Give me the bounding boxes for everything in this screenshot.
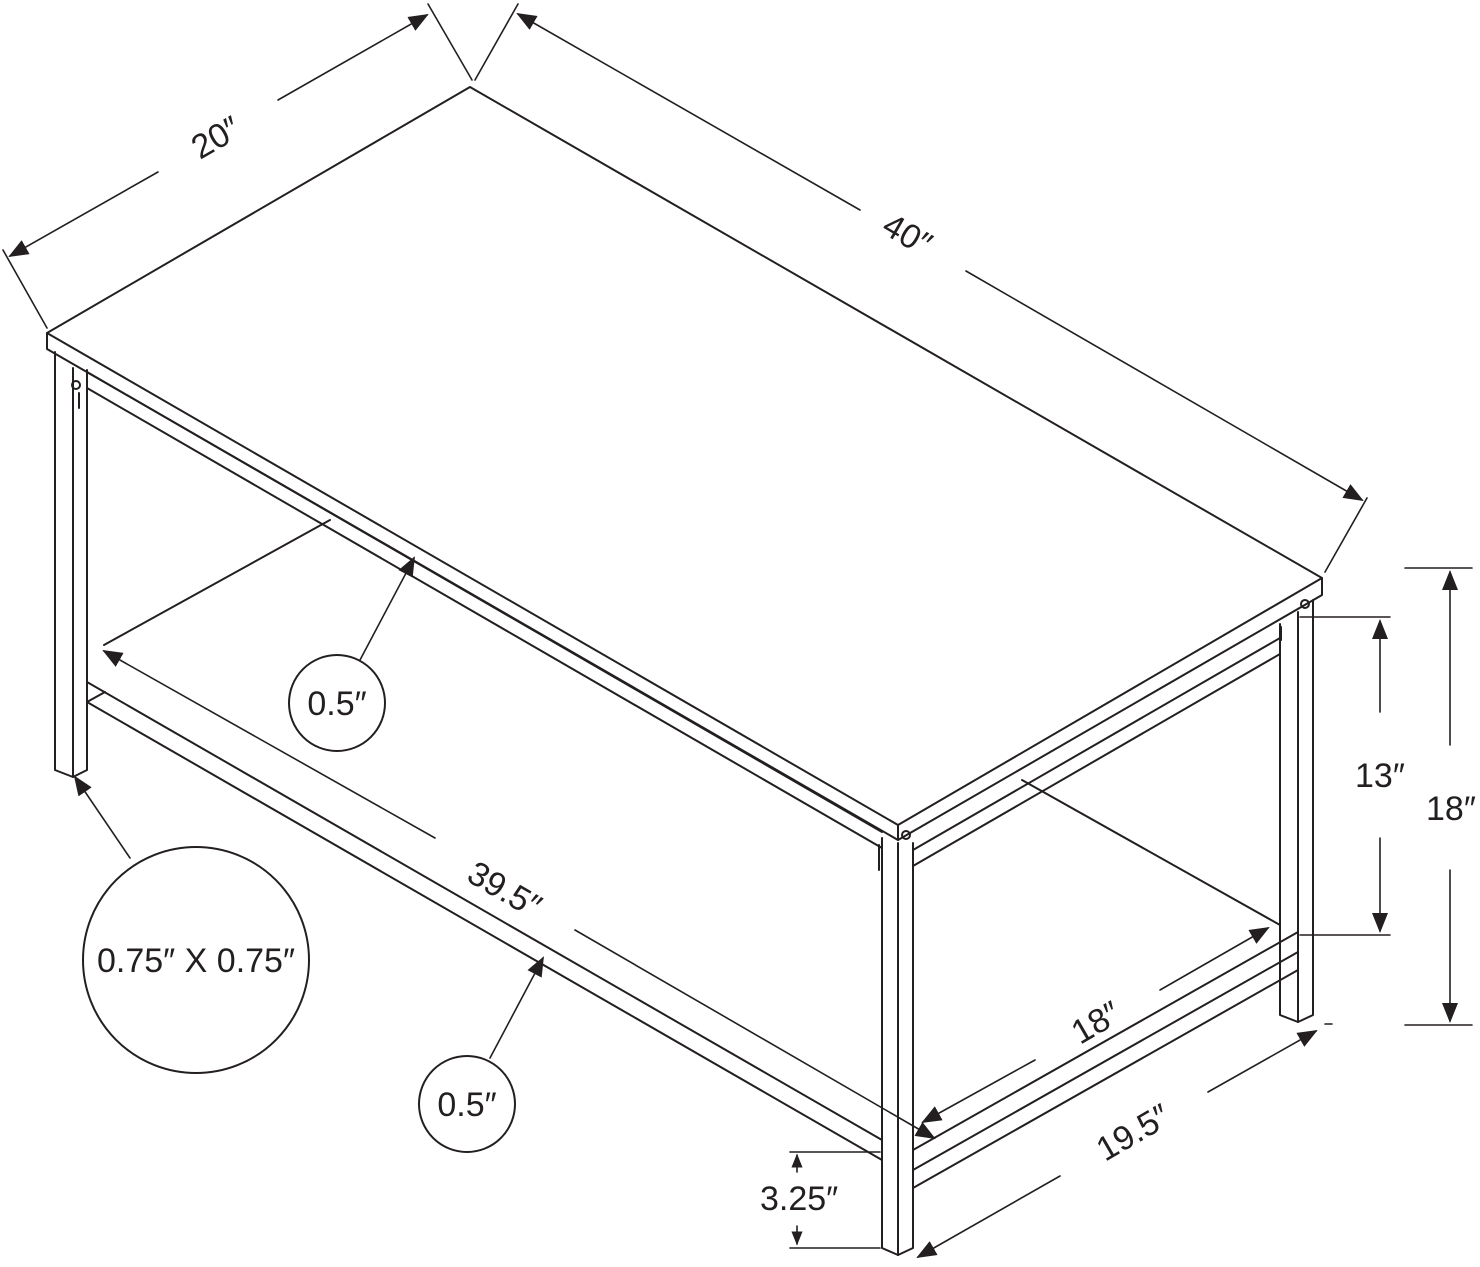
label-shelf-depth: 18″ (1065, 994, 1127, 1052)
label-frame-depth: 19.5″ (1090, 1097, 1177, 1169)
label-shelf-height: 3.25″ (760, 1180, 838, 1218)
callout-circle (288, 654, 386, 752)
table-legs (54, 351, 1314, 1256)
lower-shelf (86, 519, 1299, 1189)
dim-shelf-height: 3.25″ (760, 1151, 881, 1249)
label-shelf-thickness: 0.5″ (437, 1086, 496, 1124)
dim-shelf-depth: 18″ (921, 927, 1270, 1123)
callout-circle (82, 846, 310, 1074)
dim-clearance-height: 13″ (1299, 616, 1405, 936)
callout-shelf-thickness: 0.5″ (418, 956, 544, 1153)
label-top-width: 20″ (185, 109, 247, 167)
label-top-thickness: 0.5″ (307, 685, 366, 723)
top-apron (86, 371, 1281, 867)
dim-top-length: 40″ (474, 3, 1368, 573)
callout-circle (418, 1055, 516, 1153)
label-leg-section: 0.75″ X 0.75″ (97, 942, 295, 980)
dim-top-width: 20″ (2, 3, 473, 329)
label-clearance-height: 13″ (1355, 757, 1405, 795)
dim-frame-depth: 19.5″ (916, 1023, 1333, 1258)
dim-total-height: 18″ (1404, 567, 1476, 1026)
label-shelf-length: 39.5″ (461, 854, 548, 926)
callout-leg-section: 0.75″ X 0.75″ (73, 775, 310, 1074)
label-total-height: 18″ (1426, 790, 1476, 828)
dim-shelf-length: 39.5″ (102, 650, 936, 1140)
label-top-length: 40″ (876, 206, 938, 264)
callout-top-thickness: 0.5″ (288, 556, 415, 752)
